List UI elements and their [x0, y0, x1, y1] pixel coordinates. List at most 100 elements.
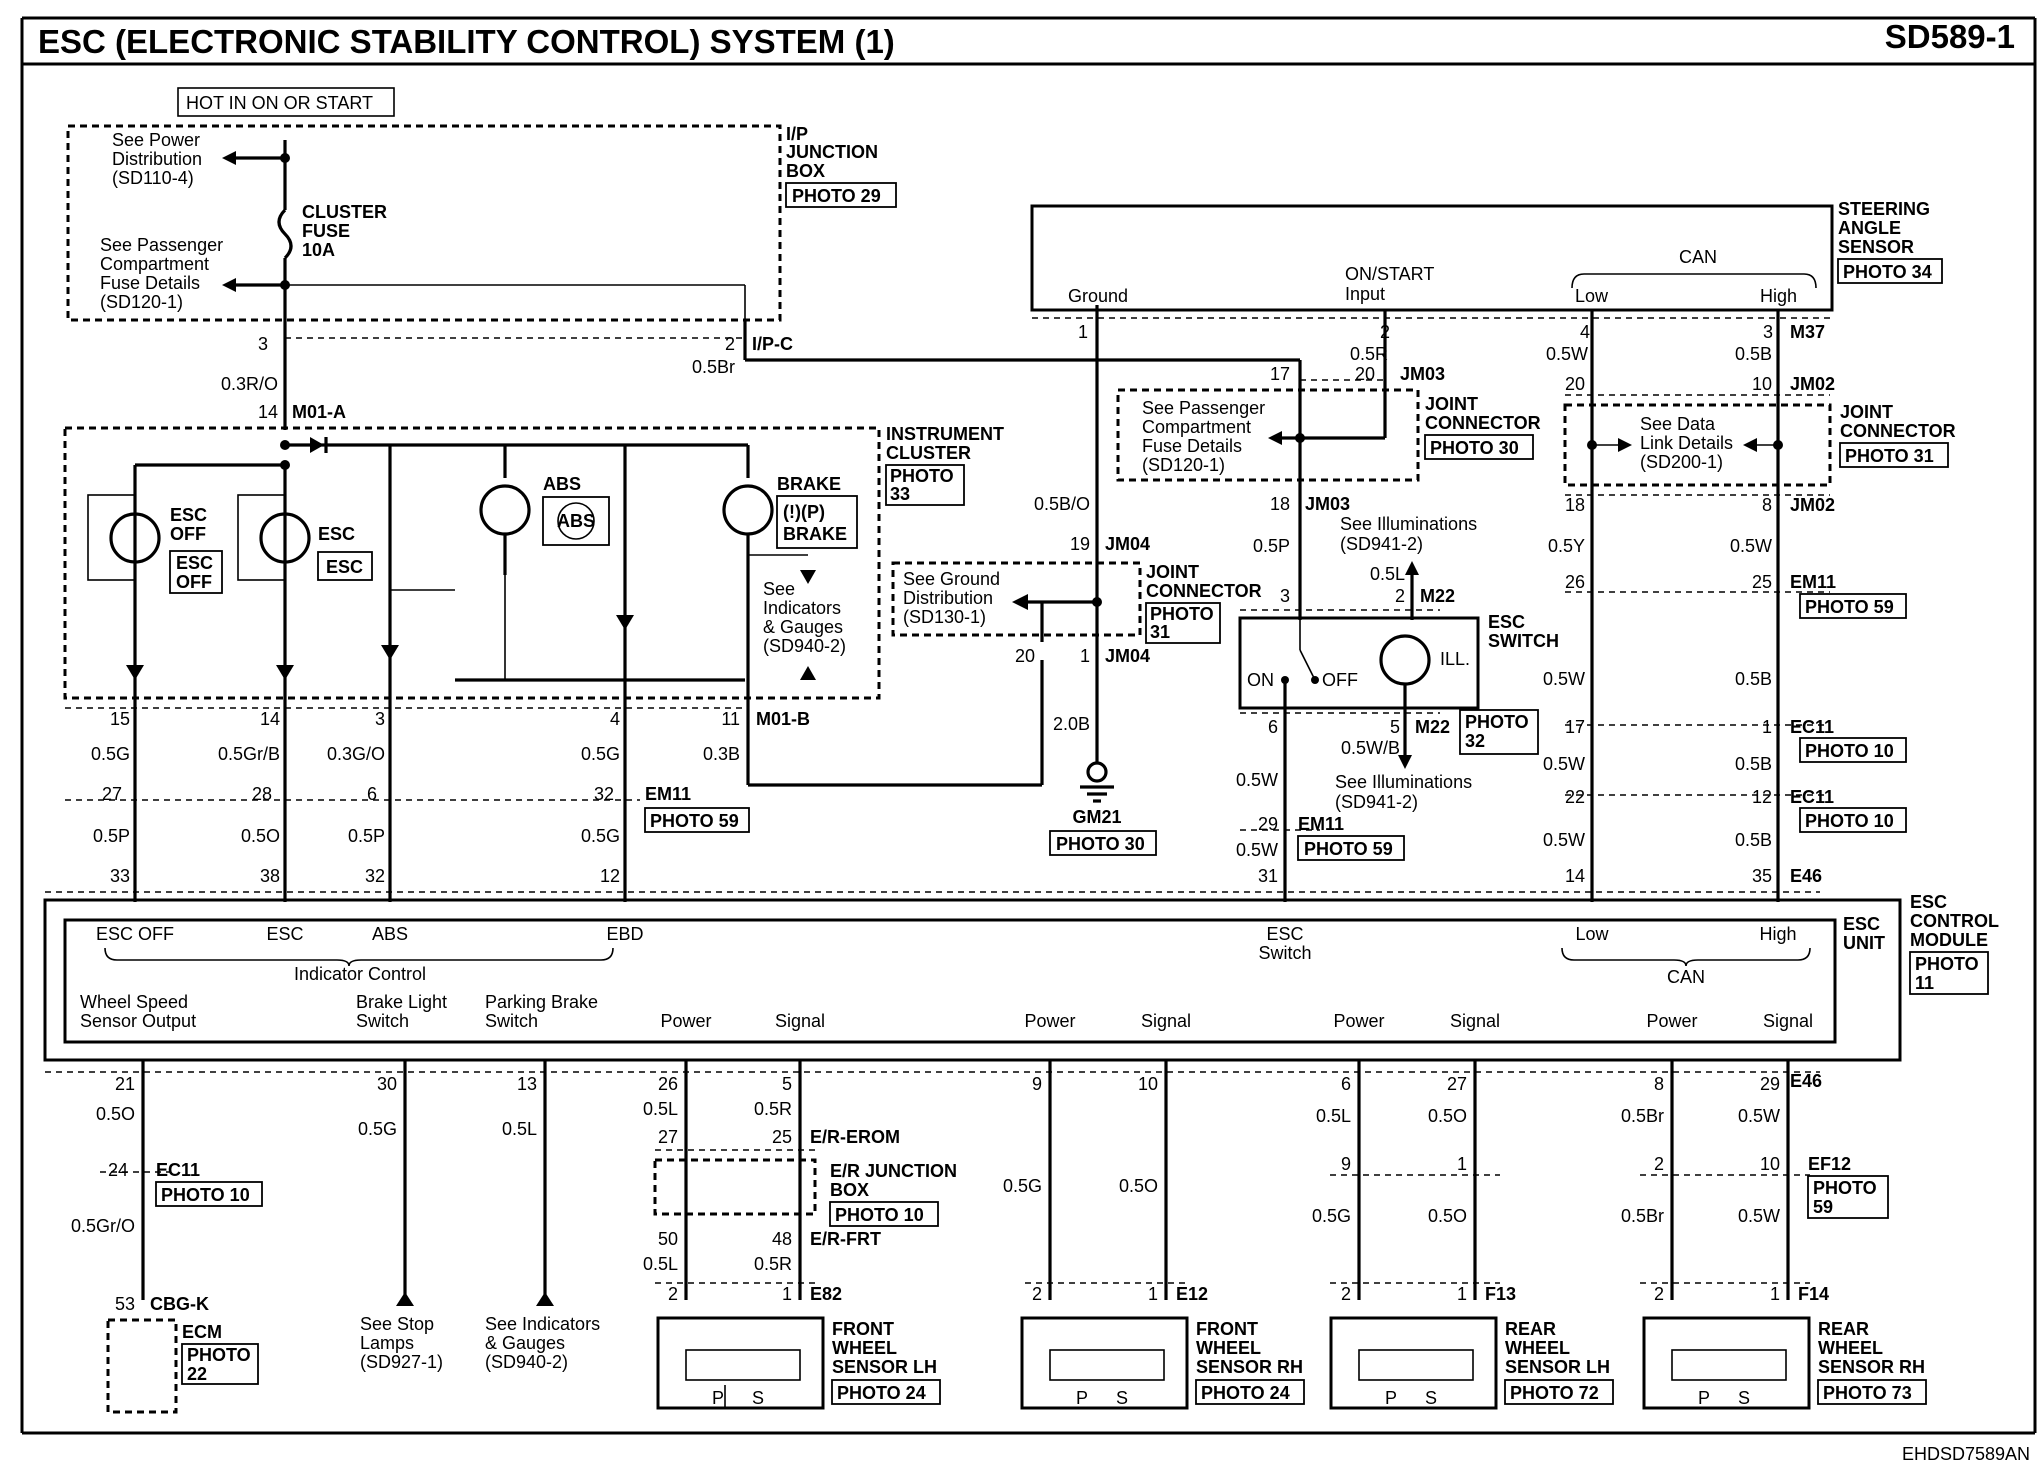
bottom-pin-9: 9 [1032, 1074, 1042, 1094]
see-ind-b-2: & Gauges [485, 1333, 565, 1353]
conn-e12: E12 [1176, 1284, 1208, 1304]
see-ind-b-1: See Indicators [485, 1314, 600, 1334]
sas-high: High [1760, 286, 1797, 306]
esc-off-icon-box [169, 550, 223, 594]
conn-jm04: JM04 [1105, 534, 1150, 554]
module-name-1: ESC [1910, 892, 1947, 912]
splice-dot [1295, 433, 1305, 443]
brake-icon: (!)(P) [783, 502, 825, 522]
sas-name-1: STEERING [1838, 199, 1930, 219]
switch-name-2: SWITCH [1488, 631, 1559, 651]
jm02-arrow-high [1743, 438, 1757, 452]
see-ill-arrow-up [1405, 561, 1419, 575]
ec11-photo-box [1799, 737, 1907, 763]
switch-photo-1: PHOTO [1465, 712, 1529, 732]
frh-name-2: WHEEL [1196, 1338, 1261, 1358]
frh-photo: PHOTO 24 [1201, 1383, 1290, 1403]
see-gnd-1: See Ground [903, 569, 1000, 589]
wire-label-05grb: 0.5Gr/B [218, 744, 280, 764]
fuse-name-3: 10A [302, 240, 335, 260]
module-unit-2: UNIT [1843, 933, 1885, 953]
wire-label-05w-jm02: 0.5W [1730, 536, 1772, 556]
rlh-sensor-box [1329, 1316, 1498, 1410]
pin-2: 2 [725, 334, 735, 354]
rrh-pin-10: 10 [1760, 1154, 1780, 1174]
diagram-title: ESC (ELECTRONIC STABILITY CONTROL) SYSTE… [38, 23, 895, 60]
ecm-photo-2: 22 [187, 1364, 207, 1384]
pin-3b: 3 [375, 709, 385, 729]
frh-ps-box [1049, 1349, 1165, 1381]
flh-p: P [712, 1388, 724, 1408]
module-signal-2: Signal [1141, 1011, 1191, 1031]
module-photo-2: 11 [1915, 973, 1934, 993]
module-esc-switch-2: Switch [1258, 943, 1311, 963]
rrh-wire-3: 0.5Br [1621, 1206, 1664, 1226]
em11-photo: PHOTO 59 [650, 811, 739, 831]
sas-low: Low [1575, 286, 1609, 306]
cluster-name-2: CLUSTER [886, 443, 971, 463]
ec11-bottom-photo-box [155, 1181, 263, 1207]
see-power-1: See Power [112, 130, 200, 150]
wire-label-05l-ill: 0.5L [1370, 564, 1405, 584]
switch-pin-6: 6 [1268, 717, 1278, 737]
abs-icon [557, 502, 595, 540]
see-ind-b-3: (SD940-2) [485, 1352, 568, 1372]
pin-11: 11 [721, 709, 740, 729]
flh-pin-1: 1 [782, 1284, 792, 1304]
fuse-name-2: FUSE [302, 221, 350, 241]
module-can-brace [1561, 947, 1811, 967]
frh-s: S [1116, 1388, 1128, 1408]
jm04-jc-2: CONNECTOR [1146, 581, 1262, 601]
conn-m01a: M01-A [292, 402, 346, 422]
rlh-pin-1: 1 [1457, 1154, 1467, 1174]
see-power-arrow [222, 151, 236, 165]
bottom-pin-5: 5 [782, 1074, 792, 1094]
jm02-jc-1: JOINT [1840, 402, 1893, 422]
er-box-1: E/R JUNCTION [830, 1161, 957, 1181]
frh-name-1: FRONT [1196, 1319, 1258, 1339]
jm03-box [1116, 388, 1420, 482]
ip-photo-box [785, 182, 897, 208]
wire-label-05r: 0.5R [1350, 344, 1388, 364]
module-unit-1: ESC [1843, 914, 1880, 934]
see-stop-arrow [396, 1292, 414, 1306]
wire-label-05g: 0.5G [91, 744, 130, 764]
rlh-p: P [1385, 1388, 1397, 1408]
wire-label-03ro: 0.3R/O [221, 374, 278, 394]
gm21-photo-box [1049, 830, 1157, 856]
flh-photo-box [831, 1379, 941, 1405]
pin-20: 20 [1015, 646, 1035, 666]
frh-sensor-box [1020, 1316, 1189, 1410]
bottom-pin-26: 26 [658, 1074, 678, 1094]
module-signal-4: Signal [1763, 1011, 1813, 1031]
conn-erom: E/R-EROM [810, 1127, 900, 1147]
wire-label-05o: 0.5O [241, 826, 280, 846]
bottom-pin-8: 8 [1654, 1074, 1664, 1094]
jm02-arrow-low [1618, 438, 1632, 452]
jm02-pin-10: 10 [1752, 374, 1772, 394]
module-pbs-2: Switch [485, 1011, 538, 1031]
esc-icon: ESC [326, 557, 363, 577]
em11-photo-box [644, 807, 750, 833]
switch-see-ill-2: (SD941-2) [1335, 792, 1418, 812]
see-pass-1: See Passenger [100, 235, 223, 255]
wire-label-03b: 0.3B [703, 744, 740, 764]
bottom-pin-25: 25 [772, 1127, 792, 1147]
esc-resistor-loop [237, 494, 286, 581]
frh-pin-2: 2 [1032, 1284, 1042, 1304]
conn-f13: F13 [1485, 1284, 1516, 1304]
em11r-photo: PHOTO 59 [1805, 597, 1894, 617]
jm04-photo-2: 31 [1150, 622, 1170, 642]
pin-28: 28 [252, 784, 272, 804]
brake-icon-box [776, 495, 858, 549]
er-junction-box [653, 1158, 817, 1216]
splice-dot [1092, 597, 1102, 607]
cluster-photo-1: PHOTO [890, 466, 954, 486]
switch-on: ON [1247, 670, 1274, 690]
jm03-jc-2: CONNECTOR [1425, 413, 1541, 433]
jm03-see-ill-1: See Illuminations [1340, 514, 1477, 534]
ef12-photo-1: PHOTO [1813, 1178, 1877, 1198]
rrh-name-2: WHEEL [1818, 1338, 1883, 1358]
hot-label: HOT IN ON OR START [186, 93, 373, 113]
